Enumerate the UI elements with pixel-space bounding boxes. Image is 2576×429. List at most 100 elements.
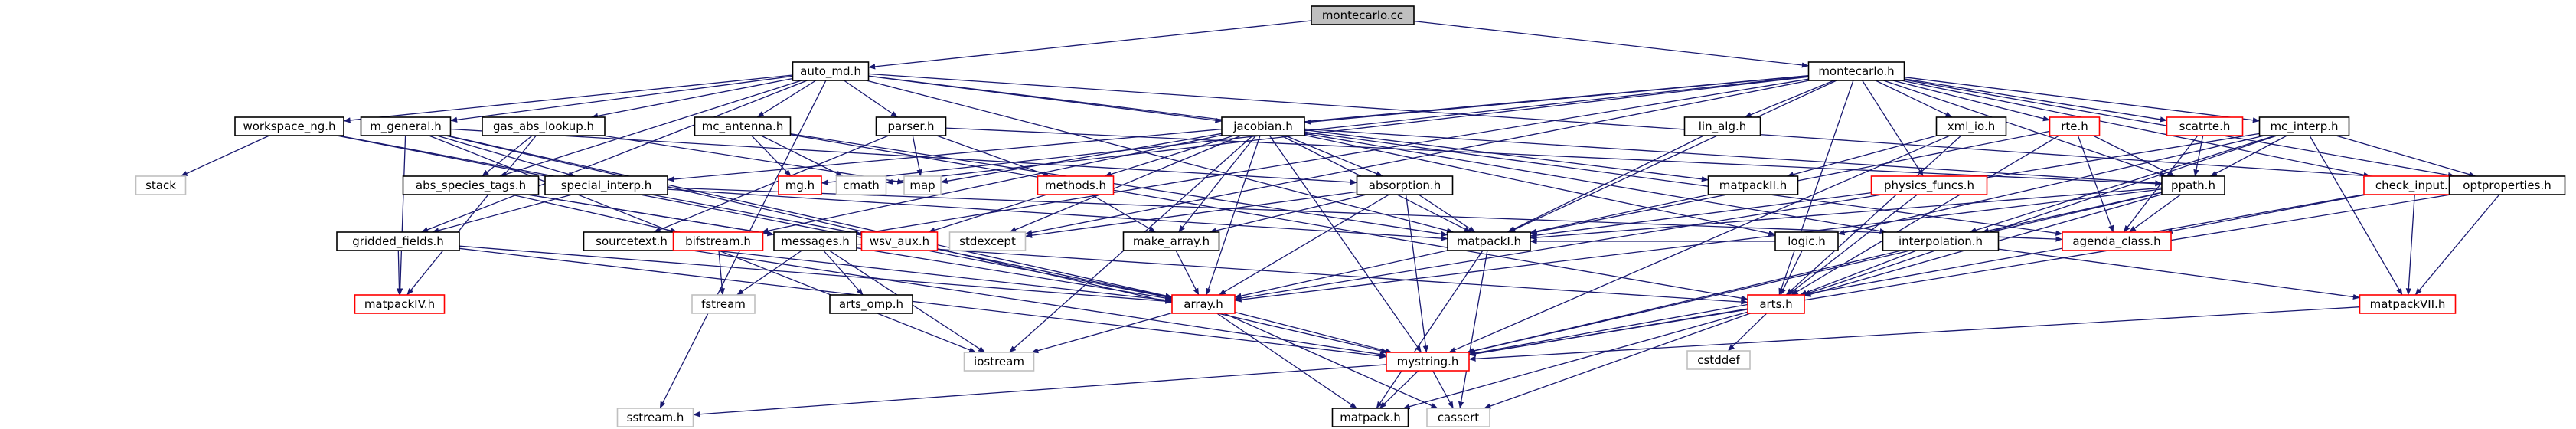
node-xml-io-h[interactable]: xml_io.h <box>1935 116 2007 136</box>
edge-xml-io-h-to-matpackII-h <box>1786 135 1938 178</box>
edge-jacobian-h-to-logic-h <box>1304 134 1776 237</box>
edge-montecarlo-h-to-xml-io-h <box>1875 80 1953 118</box>
edge-matpackI-h-to-matpack-h <box>1376 250 1484 409</box>
node-logic-h[interactable]: logic.h <box>1774 231 1839 251</box>
node-agenda-class-h[interactable]: agenda_class.h <box>2062 231 2172 251</box>
edge-arts-h-to-matpack-h <box>1402 311 1748 410</box>
node-parser-h[interactable]: parser.h <box>875 116 947 136</box>
edge-methods-h-to-wsv-aux-h <box>928 194 1047 233</box>
node-matpack-h[interactable]: matpack.h <box>1331 408 1409 427</box>
node-label: arts.h <box>1759 297 1792 311</box>
node-label: m_general.h <box>370 120 441 134</box>
node-box <box>402 175 540 195</box>
node-label: rte.h <box>2061 120 2088 133</box>
edge-mc-interp-h-to-array-h <box>1234 133 2260 301</box>
edge-auto-md-h-to-optproperties-h <box>868 73 2450 184</box>
node-montecarlo-h[interactable]: montecarlo.h <box>1807 61 1905 81</box>
node-box <box>2161 175 2225 195</box>
node-stack: stack <box>135 175 187 195</box>
node-lin-alg-h[interactable]: lin_alg.h <box>1683 116 1761 136</box>
node-matpackII-h[interactable]: matpackII.h <box>1707 175 1799 195</box>
node-label: fstream <box>701 297 746 311</box>
edge-montecarlo-cc-to-auto-md-h <box>868 20 1312 70</box>
edge-jacobian-h-to-absorption-h <box>1285 135 1383 177</box>
node-messages-h[interactable]: messages.h <box>773 231 857 251</box>
node-sourcetext-h[interactable]: sourcetext.h <box>583 231 681 251</box>
edge-mc-antenna-h-to-cmath <box>760 135 844 177</box>
edge-mystring-h-to-matpack-h <box>1379 370 1419 409</box>
edge-montecarlo-h-to-rte-h <box>1892 80 2050 122</box>
edge-messages-h-to-fstream <box>736 250 802 296</box>
node-special-interp-h[interactable]: special_interp.h <box>544 175 668 195</box>
edge-physics-funcs-h-to-arts-h <box>1788 194 1918 296</box>
node-label: mystring.h <box>1397 355 1459 368</box>
node-rte-h[interactable]: rte.h <box>2049 116 2101 136</box>
node-box <box>875 116 947 136</box>
node-label: cassert <box>1438 411 1479 424</box>
node-abs-species-tags-h[interactable]: abs_species_tags.h <box>402 175 540 195</box>
edge-absorption-h-to-stdexcept <box>1025 191 1357 238</box>
node-montecarlo-cc[interactable]: montecarlo.cc <box>1311 5 1415 25</box>
node-box <box>1331 408 1409 427</box>
node-wsv-aux-h[interactable]: wsv_aux.h <box>860 231 939 251</box>
node-arts-omp-h[interactable]: arts_omp.h <box>829 294 913 314</box>
node-interpolation-h[interactable]: interpolation.h <box>1882 231 2000 251</box>
node-label: mc_interp.h <box>2270 120 2338 134</box>
node-label: jacobian.h <box>1232 120 1292 133</box>
node-box <box>482 116 606 136</box>
node-jacobian-h[interactable]: jacobian.h <box>1221 116 1305 136</box>
node-gas-abs-lookup-h[interactable]: gas_abs_lookup.h <box>482 116 606 136</box>
node-m-general-h[interactable]: m_general.h <box>360 116 452 136</box>
node-label: workspace_ng.h <box>243 120 335 134</box>
node-workspace-ng-h[interactable]: workspace_ng.h <box>234 116 344 136</box>
edge-mc-interp-h-to-matpackVII-h <box>2309 135 2403 296</box>
node-box <box>1171 294 1236 314</box>
node-label: auto_md.h <box>800 64 861 79</box>
edge-array-h-to-mystring-h <box>1234 311 1392 354</box>
node-scatrte-h[interactable]: scatrte.h <box>2166 116 2244 136</box>
node-box <box>1356 175 1454 195</box>
node-box <box>360 116 452 136</box>
node-bifstream-h[interactable]: bifstream.h <box>672 231 764 251</box>
node-physics-funcs-h[interactable]: physics_funcs.h <box>1870 175 1988 195</box>
node-absorption-h[interactable]: absorption.h <box>1356 175 1454 195</box>
node-box <box>1807 61 1905 81</box>
edge-array-h-to-matpack-h <box>1216 313 1357 409</box>
node-box <box>1037 175 1115 195</box>
edge-jacobian-h-to-map <box>940 133 1223 184</box>
node-label: matpack.h <box>1340 411 1401 424</box>
node-mc-antenna-h[interactable]: mc_antenna.h <box>694 116 792 136</box>
node-arts-h[interactable]: arts.h <box>1747 294 1805 314</box>
node-label: gridded_fields.h <box>352 234 444 249</box>
node-label: parser.h <box>888 120 935 133</box>
node-mg-h[interactable]: mg.h <box>778 175 822 195</box>
node-optproperties-h[interactable]: optproperties.h <box>2448 175 2566 195</box>
node-gridded-fields-h[interactable]: gridded_fields.h <box>336 231 460 251</box>
node-box <box>778 175 822 195</box>
node-box <box>234 116 344 136</box>
node-ppath-h[interactable]: ppath.h <box>2161 175 2225 195</box>
node-label: map <box>909 178 935 192</box>
node-label: cmath <box>843 178 879 192</box>
node-label: ppath.h <box>2171 178 2215 192</box>
node-mc-interp-h[interactable]: mc_interp.h <box>2258 116 2350 136</box>
node-methods-h[interactable]: methods.h <box>1037 175 1115 195</box>
node-auto-md-h[interactable]: auto_md.h <box>792 61 870 81</box>
node-matpackI-h[interactable]: matpackI.h <box>1447 231 1531 251</box>
node-box <box>135 175 187 195</box>
node-label: logic.h <box>1788 234 1826 248</box>
edge-rte-h-to-arts-h <box>1791 135 2060 296</box>
edge-interpolation-h-to-mystring-h <box>1466 250 1902 354</box>
node-matpackVII-h[interactable]: matpackVII.h <box>2359 294 2457 314</box>
node-matpackIV-h[interactable]: matpackIV.h <box>354 294 446 314</box>
node-mystring-h[interactable]: mystring.h <box>1386 352 1470 372</box>
edge-matpackVII-h-to-mystring-h <box>1468 306 2360 362</box>
node-cassert: cassert <box>1426 408 1490 427</box>
edge-parser-h-to-map <box>912 135 922 177</box>
node-make-array-h[interactable]: make_array.h <box>1122 231 1220 251</box>
node-box <box>1686 350 1751 370</box>
edge-sourcetext-h-to-mystring-h <box>679 247 1387 358</box>
node-array-h[interactable]: array.h <box>1171 294 1236 314</box>
node-label: matpackII.h <box>1719 178 1787 192</box>
node-label: agenda_class.h <box>2072 234 2160 249</box>
